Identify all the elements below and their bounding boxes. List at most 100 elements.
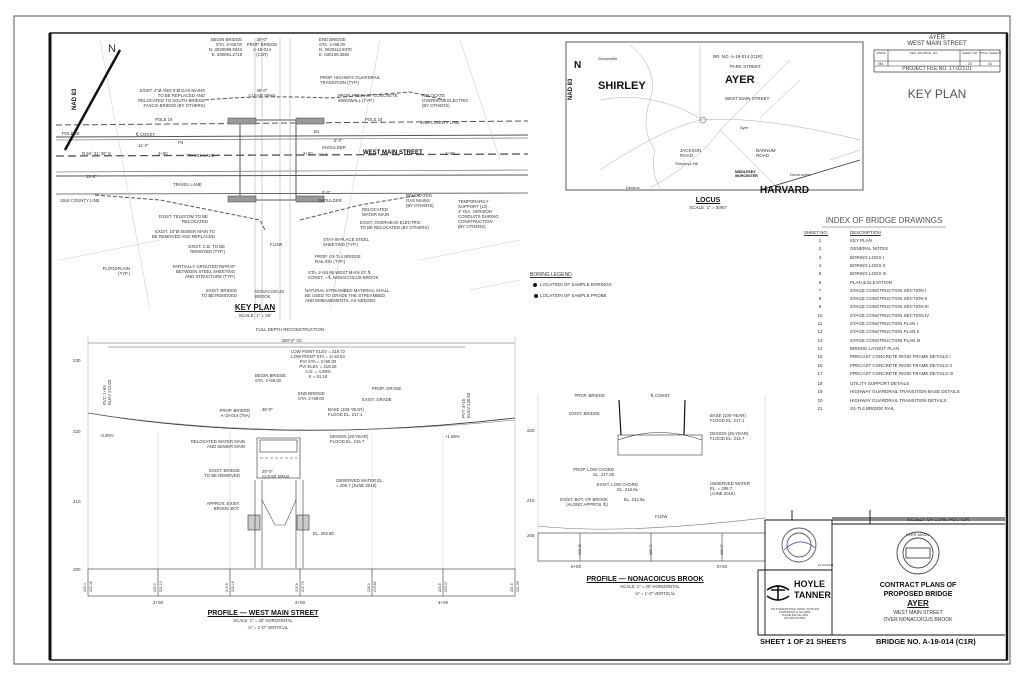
- key-plan-view-title: KEY PLAN: [234, 303, 276, 312]
- vc-data: LOW POINT ELEV = 219.72 LOW POINT STA = …: [290, 349, 346, 379]
- pvt: PVT 4+15 ELEV 220.63: [461, 392, 471, 418]
- table-value: MA: [878, 62, 884, 66]
- locus-scale: SCALE: 1" = 3000': [689, 205, 727, 210]
- town-name: AYER: [929, 35, 945, 41]
- note-shoulder-w-top: 5'-0": [334, 138, 343, 143]
- place-label: Woodsville: [598, 56, 618, 61]
- index-description: STAGE CONSTRUCTION SECTION IV: [850, 312, 930, 318]
- note-sta400: 4+00: [445, 151, 455, 156]
- index-sheet-no: 13: [817, 337, 823, 343]
- prop-elevation: 219.82: [373, 581, 377, 592]
- town-ayer: AYER: [725, 74, 755, 86]
- place-label: Shepleys Hill: [675, 161, 699, 166]
- observed: OBSERVED WATER EL. = 208.7 (JUNE 2016): [710, 481, 751, 496]
- north-arrow-icon: [63, 49, 122, 151]
- y-tick-label: 230: [73, 358, 81, 363]
- index-description: BORING LOGS III: [850, 271, 887, 277]
- exist-elevation: 221.6: [510, 583, 514, 592]
- prop-elevation: 221.10: [159, 581, 163, 592]
- y-tick-label: 200: [73, 567, 81, 572]
- index-description: BORING LOGS II: [850, 262, 886, 268]
- locus-map-frame: [565, 41, 864, 191]
- jackson-road: JACKSON ROAD: [680, 148, 702, 159]
- station-label: 2+00: [152, 600, 164, 605]
- index-description: STAGE CONSTRUCTION SECTION I: [850, 287, 927, 293]
- index-sheet-no: 17: [817, 370, 823, 376]
- index-description: STAGE CONSTRUCTION PLAN I: [850, 321, 918, 326]
- index-sheet-no: 7: [818, 287, 822, 293]
- full-depth: FULL DEPTH RECONSTRUCTION: [256, 327, 324, 332]
- y-tick-label: 210: [73, 499, 81, 504]
- table-header: FED. AID PROJ. NO.: [909, 51, 939, 55]
- col-sheet-no: SHEET NO.: [804, 230, 829, 235]
- note-prop-bridge: 30'-0" PROP. BRIDGE A-19-014 (C1R): [246, 37, 278, 57]
- index-title: INDEX OF BRIDGE DRAWINGS: [825, 216, 943, 225]
- clear-span: 28'-0" CLEAR SPAN: [262, 469, 289, 479]
- boring-legend-title: BORING LEGEND: [530, 272, 572, 278]
- station-label: 0+50: [570, 564, 582, 569]
- locus-title: LOCUS: [695, 197, 721, 204]
- note-sewer: EXIST. 10"Ø SEWER MAIN TO BE REMOVED AND…: [151, 229, 215, 239]
- project-file: PROJECT FILE NO. 17-023.01: [902, 66, 972, 72]
- scale-h: SCALE: 1" = 20' HORIZONTAL: [620, 584, 680, 589]
- note-const: ℄ CONST.: [136, 132, 156, 137]
- datum-label: NAD 83: [568, 78, 574, 100]
- y-tick-label: 220: [73, 429, 81, 434]
- note-brook: NONACOICUS BROOK: [255, 289, 285, 299]
- datum-label: NAD 83: [72, 88, 78, 110]
- exist-elevation: 219.8: [225, 583, 229, 592]
- table-value: 44: [988, 62, 992, 66]
- index-sheet-no: 8: [818, 296, 822, 302]
- contract-street: WEST MAIN STREET: [893, 610, 943, 616]
- town-seal-text: AYER MASS.: [905, 532, 931, 537]
- exist-low: EXIST. LOW CHORD EL. 216.6±: [596, 482, 638, 492]
- end-bridge: END BRIDGE STA. 2+99.00: [298, 391, 325, 401]
- hoyle-tanner-logo-icon: [766, 585, 790, 601]
- legend-item-borings: LOCATION OF SAMPLE BORINGS: [540, 282, 612, 287]
- exist-bridge: EXIST. BRIDGE: [569, 411, 600, 416]
- pvc: PVC 1+65 ELEV 222.03: [102, 379, 112, 405]
- index-sheet-no: 16: [817, 362, 823, 368]
- bridge-number: BRIDGE NO. A-19-014 (C1R): [876, 637, 976, 646]
- note-shoulder-bot: SHOULDER: [318, 198, 342, 203]
- index-description: KEY PLAN: [850, 238, 872, 243]
- county-line-label: MIDDLESEX WORCESTER: [735, 170, 758, 179]
- note-railing: PROP. S3-TL4 BRIDGE RAILING (TYP.): [315, 254, 361, 264]
- prop-elevation: 222.48: [89, 581, 93, 592]
- north-label: N: [108, 43, 116, 55]
- el: EL. 214.9±: [624, 497, 645, 502]
- index-sheet-no: 12: [817, 329, 823, 335]
- index-sheet-no: 6: [818, 279, 822, 285]
- index-description: HIGHWAY GUARDRAIL TRANSITION DETAILS: [850, 397, 947, 403]
- index-description: HIGHWAY GUARDRAIL TRANSITION BASE DETAIL…: [850, 389, 960, 395]
- elevation-label: 205.71: [649, 544, 653, 555]
- index-sheet-no: 21: [817, 406, 823, 411]
- const: ℄ CONST.: [651, 393, 671, 398]
- seal-date: 12-20-2024: [818, 563, 834, 567]
- index-sheet-no: 2: [818, 246, 822, 252]
- base-flood: BASE (100-YEAR) FLOOD EL. 217.1: [710, 413, 746, 423]
- profile-brook-linework: [537, 395, 766, 562]
- note-lane-bot: 11'-0": [86, 174, 97, 179]
- locus-map-roads: [599, 44, 861, 191]
- station-label: 3+00: [294, 600, 306, 605]
- scale-v: ⅛" = 1'-0" VERTICAL: [247, 625, 289, 630]
- approx-bot: APPROX. EXIST. BROOK BOT.: [206, 501, 240, 511]
- note-begin-bridge: BEGIN BRIDGE STA. 2+69.00 N. 3029099.934…: [209, 37, 242, 57]
- exist-elevation: 220.8: [438, 583, 442, 592]
- probe-symbol-icon: [534, 294, 538, 298]
- prop-low: PROP. LOW CHORD EL. 217.25: [573, 467, 614, 477]
- scale-h: SCALE: 1" = 20' HORIZONTAL: [233, 618, 293, 623]
- note-exist-bridge: EXIST. BRIDGE TO BE REMOVED: [201, 288, 237, 298]
- index-sheet-no: 5: [818, 271, 822, 277]
- table-value: 20: [968, 62, 972, 66]
- index-sheet-no: 10: [817, 312, 823, 318]
- index-sheet-no: 4: [818, 262, 822, 268]
- index-description: PRECAST CONCRETE RIGID FRAME DETAILS III: [850, 370, 954, 376]
- note-gas-mains: EXIST. 4"Ø AND 8"Ø GAS MAINS TO BE REPLA…: [138, 88, 205, 108]
- index-sheet-no: 18: [817, 381, 823, 387]
- note-guardrail: PROP. HIGHWAY GUARDRAIL TRANSITION (TYP.…: [320, 75, 381, 85]
- y-tick-label: 205: [527, 533, 535, 538]
- prop-elevation: 221.39: [516, 581, 520, 592]
- index-description: PRECAST CONCRETE RIGID FRAME DETAILS I: [850, 354, 951, 360]
